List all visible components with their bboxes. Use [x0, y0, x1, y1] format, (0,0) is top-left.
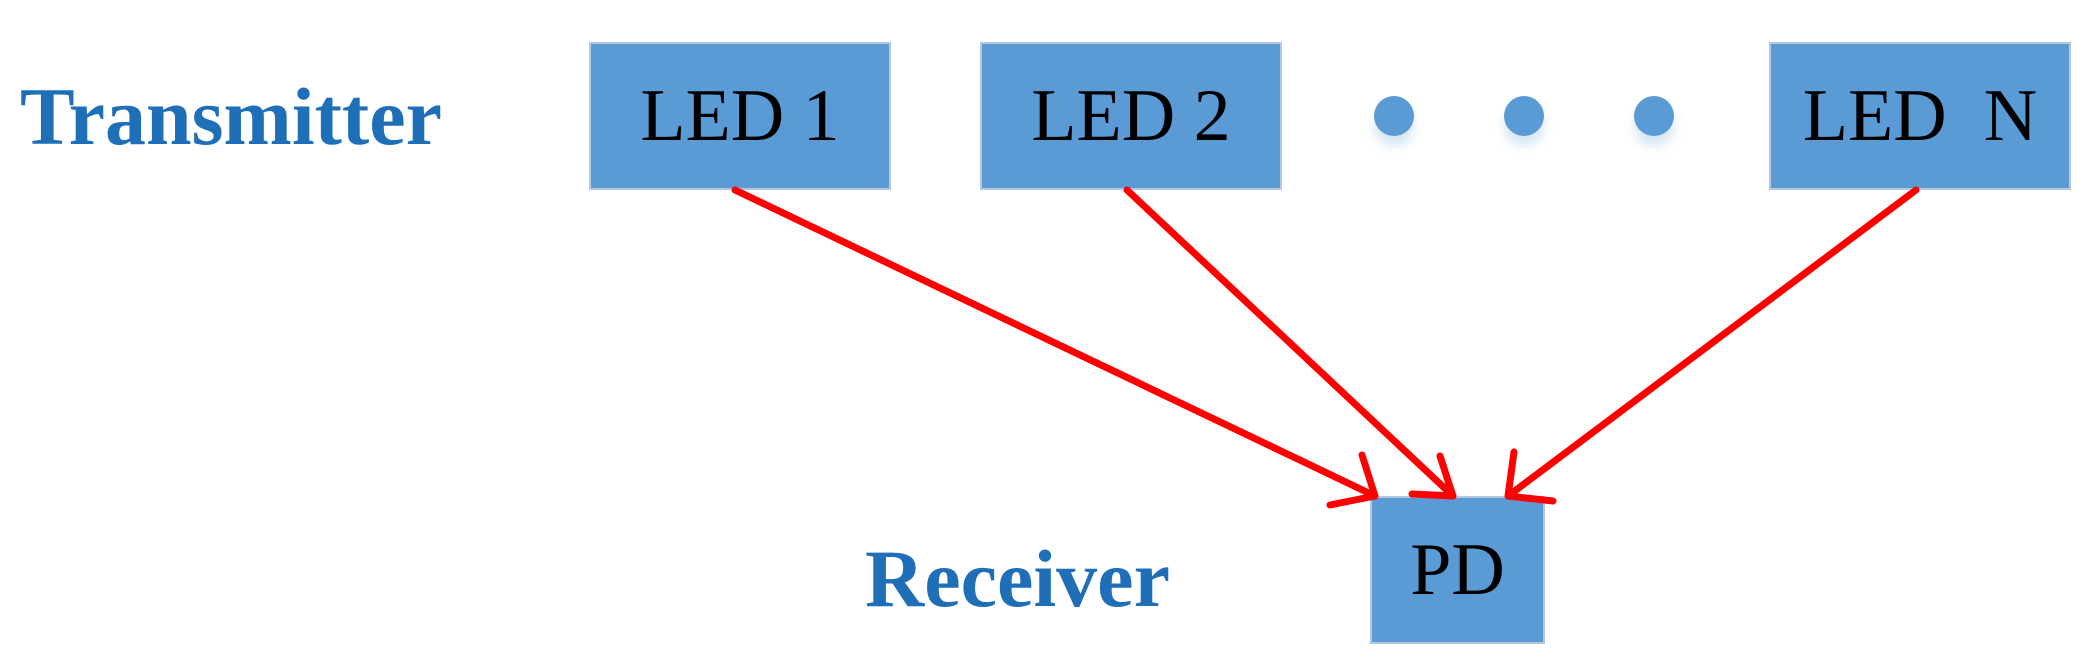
- arrow-head-led-n: [1504, 448, 1557, 505]
- arrow-led-1-to-pd: [731, 186, 1379, 500]
- pd-label: PD: [1410, 529, 1505, 611]
- arrow-head-led-2: [1408, 452, 1457, 500]
- led-2-box: LED 2: [980, 42, 1282, 190]
- led-n-label: LED N: [1802, 75, 2038, 157]
- led-n-box: LED N: [1769, 42, 2071, 190]
- arrow-head-led-1: [1326, 451, 1379, 509]
- led-2-label: LED 2: [1031, 75, 1231, 157]
- arrow-led-2-to-pd: [1123, 186, 1457, 500]
- led-1-box: LED 1: [589, 42, 891, 190]
- ellipsis-dot: [1504, 96, 1544, 136]
- arrow-led-n-to-pd: [1504, 186, 1920, 500]
- transmitter-label: Transmitter: [20, 71, 443, 162]
- receiver-label: Receiver: [865, 533, 1170, 624]
- ellipsis-dot: [1634, 96, 1674, 136]
- pd-box: PD: [1370, 496, 1545, 644]
- led-1-label: LED 1: [640, 75, 840, 157]
- ellipsis-dot: [1374, 96, 1414, 136]
